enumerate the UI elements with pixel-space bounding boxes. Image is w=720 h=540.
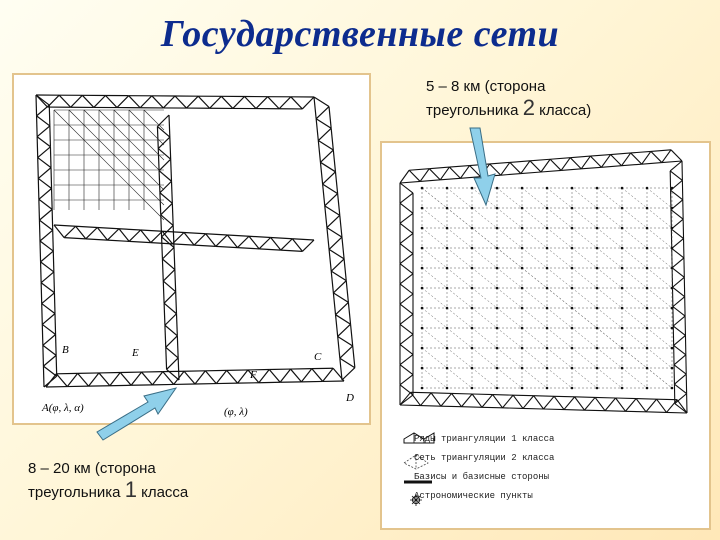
legend-item-net: Сеть триангуляции 2 класса [414, 453, 555, 463]
point-label-b: B [62, 344, 69, 356]
caption-class1-line1: 8 – 20 км (сторона [28, 460, 156, 477]
page-title: Государственные сети [160, 13, 560, 55]
caption-class1-line2: треугольника 1 класса [28, 477, 189, 502]
astro-point-icon [410, 494, 422, 506]
class-number-1: 1 [124, 477, 137, 502]
point-label-d: D [345, 392, 354, 404]
class1-network-figure: A(φ, λ, α) B E C F D (φ, λ) [12, 73, 371, 425]
point-label-f: F [249, 369, 257, 381]
class2-network-figure [380, 141, 711, 530]
legend [403, 432, 435, 506]
point-label-c: C [314, 351, 322, 363]
caption-class2-line2: треугольника 2 класса) [426, 95, 592, 120]
triangulation-net-icon [403, 454, 429, 470]
legend-item-astro: Астрономические пункты [414, 491, 533, 501]
caption-class2: 5 – 8 км (сторона треугольника 2 класса) [426, 76, 666, 121]
point-label-e: E [131, 347, 139, 359]
class2-network-diagram [399, 149, 688, 506]
class1-network-diagram: A(φ, λ, α) B E C F D (φ, λ) [35, 94, 356, 418]
triangulation-row-icon [403, 432, 435, 444]
legend-item-baselines: Базисы и базисные стороны [414, 472, 550, 482]
class-number-2: 2 [522, 95, 535, 120]
caption-class2-line1: 5 – 8 км (сторона [426, 78, 546, 95]
point-label-phi-lambda: (φ, λ) [224, 406, 248, 418]
legend-item-rows: Ряды триангуляции 1 класса [414, 434, 555, 444]
point-label-a: A(φ, λ, α) [41, 402, 84, 414]
caption-class1: 8 – 20 км (сторона треугольника 1 класса [28, 458, 268, 503]
